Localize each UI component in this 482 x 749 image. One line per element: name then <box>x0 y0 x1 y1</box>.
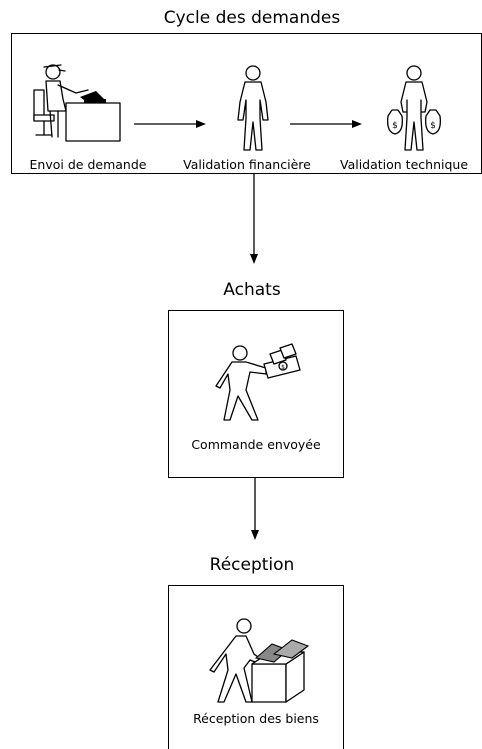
person-opening-box-icon <box>209 618 310 703</box>
arrow-right-1 <box>134 120 206 128</box>
person-with-money-bags-icon: $ $ <box>387 65 441 151</box>
arrow-down-1 <box>250 174 258 264</box>
reception-title: Réception <box>209 555 295 575</box>
step-label-reception: Réception des biens <box>193 711 319 726</box>
requests-title: Cycle des demandes <box>163 8 341 28</box>
step-label-commande: Commande envoyée <box>191 437 321 452</box>
person-at-desk-icon <box>33 64 121 142</box>
step-label-envoi: Envoi de demande <box>29 157 147 172</box>
svg-text:$: $ <box>392 121 398 131</box>
standing-person-icon <box>237 65 269 151</box>
svg-text:$: $ <box>281 364 285 371</box>
step-label-validation-financiere: Validation financière <box>183 157 311 172</box>
arrow-down-2 <box>251 478 259 540</box>
purchases-title: Achats <box>223 280 281 300</box>
arrow-right-2 <box>290 120 362 128</box>
purchases-box <box>168 310 344 478</box>
person-handing-money-icon: $ <box>215 343 301 421</box>
svg-text:$: $ <box>430 121 436 131</box>
step-label-validation-technique: Validation technique <box>339 157 469 172</box>
